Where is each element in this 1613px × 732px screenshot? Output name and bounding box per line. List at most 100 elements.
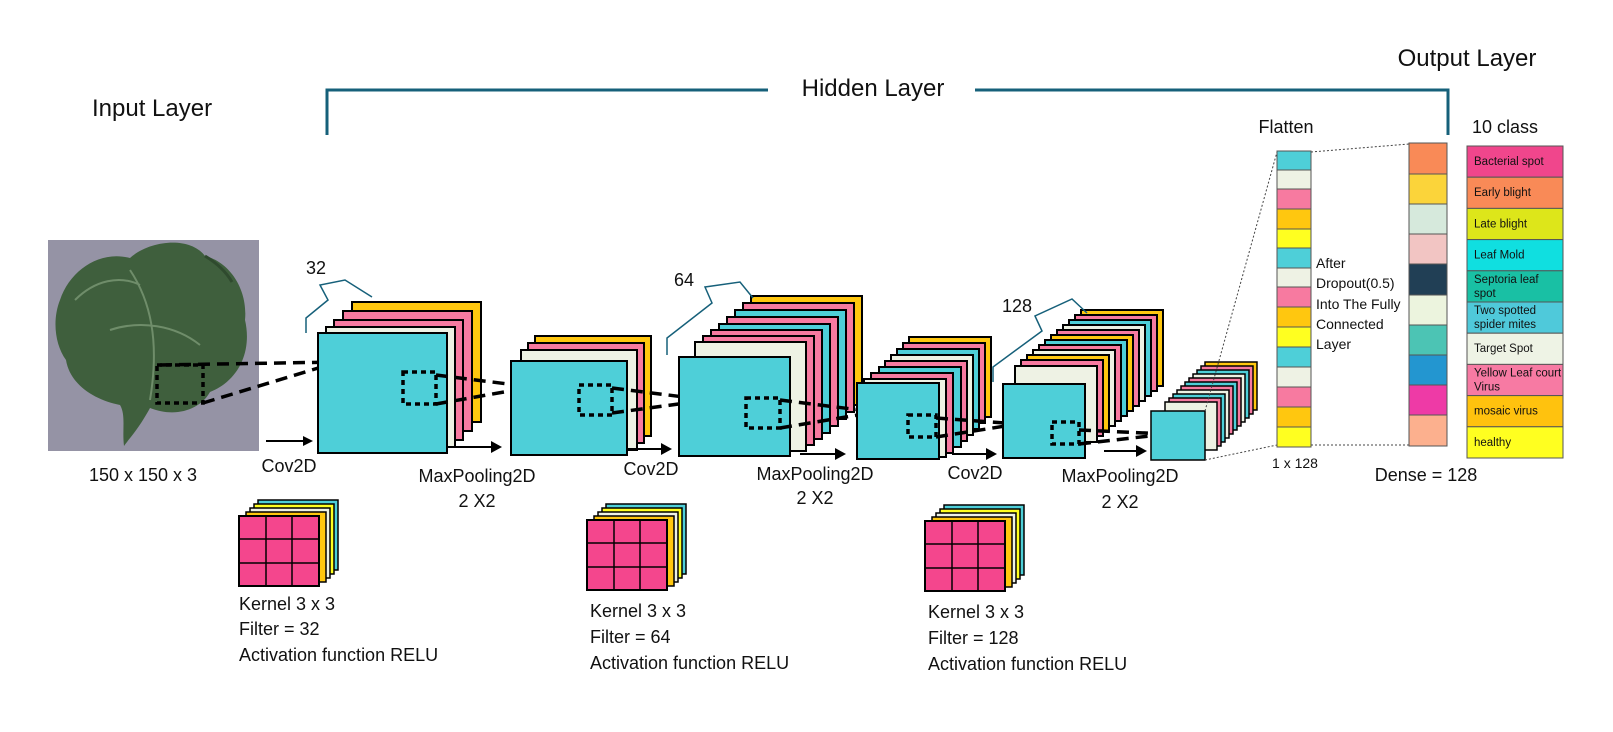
kernel-info-2: Kernel 3 x 3 Filter = 64 Activation func… [590,601,789,673]
feature-maps-pool3 [1150,361,1258,461]
output-classes-title: 10 class [1472,117,1538,137]
kernel-activation-label: Activation function RELU [239,645,438,665]
pool2-size-label: 2 X2 [796,488,833,508]
kernel-info-1: Kernel 3 x 3 Filter = 32 Activation func… [239,594,438,665]
pool3-arrow-head [1136,445,1147,457]
dense-vector [1408,142,1448,447]
output-class-label: Bacterial spot [1474,156,1544,168]
conv1-arrow-head [303,436,313,446]
output-class-label: Leaf Mold [1474,250,1525,262]
input-size-label: 150 x 150 x 3 [89,465,197,485]
output-class-10: healthy [1466,426,1564,459]
flatten-size-label: 1 x 128 [1272,455,1318,471]
conv3-op-label: Cov2D [947,463,1002,483]
pool2-op-label: MaxPooling2D [756,464,873,484]
conv2-receptive-field [744,396,782,430]
output-class-label: Target Spot [1474,343,1534,355]
kernel-activation-label: Activation function RELU [590,653,789,673]
conv2-arrow-head [661,443,672,455]
output-class-swatch [1466,332,1564,365]
kernel-filter-label: Filter = 128 [928,628,1019,648]
conv3-receptive-field [1050,420,1081,446]
conv3-filter-brace [992,298,1088,382]
pool2-receptive-field [906,413,938,439]
hidden-layer-title: Hidden Layer [802,75,945,102]
flatten-note-line: Layer [1316,336,1351,352]
conv3-filter-count: 128 [1002,296,1032,316]
conv2-op-label: Cov2D [623,459,678,479]
flatten-note-line: Dropout(0.5) [1316,275,1395,291]
kernel-size-label: Kernel 3 x 3 [590,601,686,621]
pool2-arrow-head [835,448,846,460]
pool1-arrow-head [491,441,502,453]
conv3-projection-lines [1078,428,1168,446]
feature-maps-conv2 [678,295,863,457]
flatten-title: Flatten [1258,117,1313,137]
hidden-layer-bracket [325,88,1450,135]
pool1-receptive-field [577,383,614,417]
output-class-swatch [1466,270,1564,303]
output-class-3: Late blight [1466,207,1564,241]
dense-label: Dense = 128 [1375,465,1478,485]
output-class-swatch [1466,395,1564,428]
kernel-filter-label: Filter = 32 [239,619,320,639]
kernel-info-3: Kernel 3 x 3 Filter = 128 Activation fun… [928,602,1127,674]
output-class-label: mosaic virus [1474,406,1538,418]
feature-maps-conv3 [1002,309,1164,459]
flatten-note-line: After [1316,255,1346,271]
output-class-swatch [1466,426,1564,459]
output-class-swatch [1466,176,1564,209]
feature-maps-pool2 [856,336,992,460]
output-class-swatch [1466,363,1564,397]
output-class-swatch [1466,239,1564,272]
output-class-7: Target Spot [1466,332,1564,365]
kernel-filter-label: Filter = 64 [590,627,671,647]
output-class-label: healthy [1474,437,1511,449]
conv1-filter-count: 32 [306,258,326,278]
pool1-size-label: 2 X2 [458,491,495,511]
kernel-size-label: Kernel 3 x 3 [239,594,335,614]
conv2-filter-count: 64 [674,270,694,290]
kernel-stack-2 [586,503,687,591]
pool3-size-label: 2 X2 [1101,492,1138,512]
input-projection-lines [159,360,339,405]
output-class-4: Leaf Mold [1466,239,1564,272]
conv1-receptive-field [401,370,438,406]
kernel-activation-label: Activation function RELU [928,654,1127,674]
flatten-note-line: Into The Fully [1316,296,1401,312]
conv3-arrow-head [986,448,997,460]
dense-connection-lines [1310,143,1410,446]
kernel-stack-3 [924,504,1025,592]
output-layer-title: Output Layer [1398,45,1537,72]
conv1-filter-brace [305,279,373,333]
output-class-label: Late blight [1474,218,1528,230]
conv2-filter-brace [666,281,754,355]
input-layer-title: Input Layer [92,95,212,122]
output-class-swatch [1466,207,1564,241]
pool3-op-label: MaxPooling2D [1061,466,1178,486]
kernel-size-label: Kernel 3 x 3 [928,602,1024,622]
input-leaf-image [48,240,259,451]
feature-maps-pool1 [510,335,652,456]
output-class-2: Early blight [1466,176,1564,209]
conv1-op-label: Cov2D [261,456,316,476]
flatten-note: After Dropout(0.5) Into The Fully Connec… [1316,255,1401,352]
flatten-connection-lines [1204,151,1278,461]
feature-maps-conv1 [317,301,482,454]
flatten-note-line: Connected [1316,316,1384,332]
flatten-vector [1276,150,1312,448]
pool1-op-label: MaxPooling2D [418,466,535,486]
output-class-9: mosaic virus [1466,395,1564,428]
output-class-swatch [1466,301,1564,334]
output-class-label: Early blight [1474,187,1532,199]
kernel-stack-1 [238,499,339,587]
